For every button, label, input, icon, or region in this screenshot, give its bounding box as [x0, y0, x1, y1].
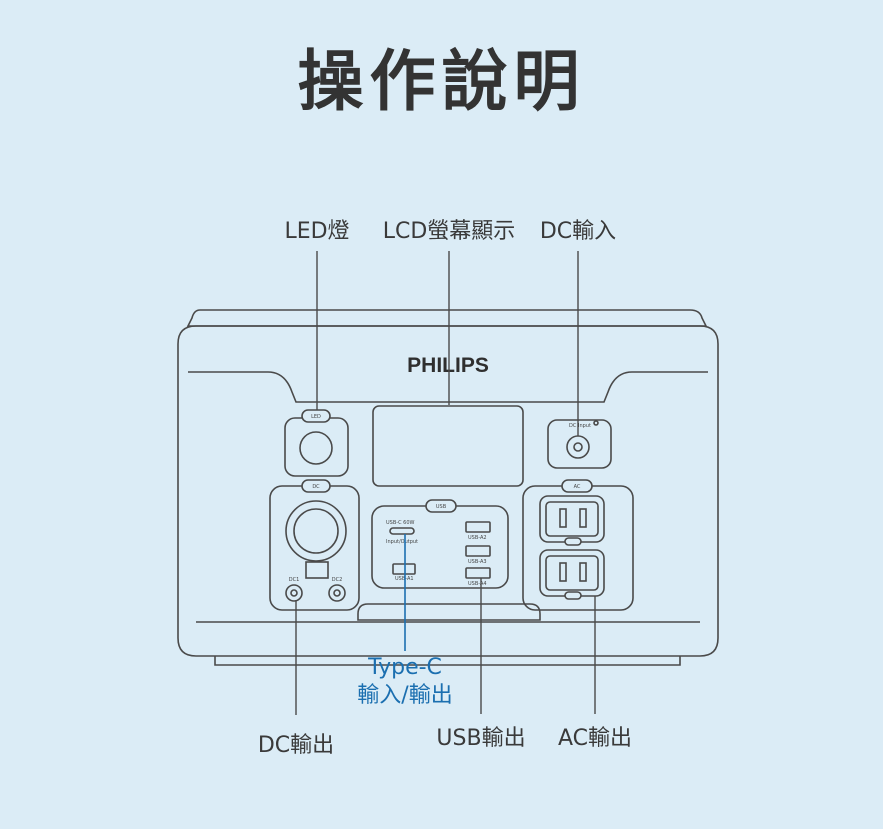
- device-front-panel: [188, 371, 708, 403]
- page-title: 操作說明: [297, 43, 586, 120]
- usb-c-label: USB-C 60W: [386, 520, 415, 526]
- callout-type-c-line2: 輸入/輸出: [357, 683, 453, 708]
- usb-module: [371, 505, 509, 589]
- led-badge: [301, 409, 331, 423]
- dc2-port: [328, 584, 346, 602]
- dc1-text: DC1: [289, 577, 300, 583]
- dc2-text: DC2: [332, 577, 343, 583]
- callout-type-c: Type-C 輸入/輸出: [357, 654, 452, 710]
- ac-badge: [561, 479, 593, 493]
- usb-a1-port: [392, 563, 416, 575]
- brand-logo: PHILIPS: [407, 354, 489, 377]
- usb-a4-port: [465, 567, 491, 579]
- callout-lcd: LCD螢幕顯示: [382, 219, 516, 244]
- usb-a3-port: [465, 545, 491, 557]
- device-top-lid: [186, 309, 708, 327]
- dc1-port: [285, 584, 303, 602]
- usb-badge-text: USB: [436, 504, 447, 510]
- ac-outlet-2: [539, 549, 605, 597]
- lcd-screen: [372, 405, 524, 487]
- usb-c-port: [389, 527, 415, 535]
- ac-outlet-1: [539, 495, 605, 543]
- led-badge-text: LED: [311, 414, 321, 420]
- callout-led: LED燈: [284, 219, 350, 244]
- callout-usb-output: USB輸出: [436, 726, 526, 751]
- handle-slot: [357, 603, 541, 621]
- usb-a2-label: USB-A2: [468, 535, 487, 541]
- dc-badge: [301, 479, 331, 493]
- dc-input-module: [547, 419, 612, 469]
- car-socket: [285, 500, 347, 562]
- usb-a2-port: [465, 521, 491, 533]
- usb-badge: [425, 499, 457, 513]
- dc-badge-text: DC: [312, 484, 320, 490]
- dc-input-text: DC Input: [569, 423, 591, 429]
- usb-c-sublabel: Input/Output: [386, 539, 418, 545]
- callout-ac-output: AC輸出: [557, 726, 633, 751]
- callout-dc-output: DC輸出: [257, 733, 335, 758]
- ac-badge-text: AC: [574, 484, 581, 490]
- usb-a4-label: USB-A4: [468, 581, 487, 587]
- callout-dc-input: DC輸入: [539, 219, 617, 244]
- usb-a3-label: USB-A3: [468, 559, 487, 565]
- callout-type-c-line1: Type-C: [368, 655, 442, 680]
- led-module: [284, 417, 349, 477]
- device-body: [177, 325, 719, 657]
